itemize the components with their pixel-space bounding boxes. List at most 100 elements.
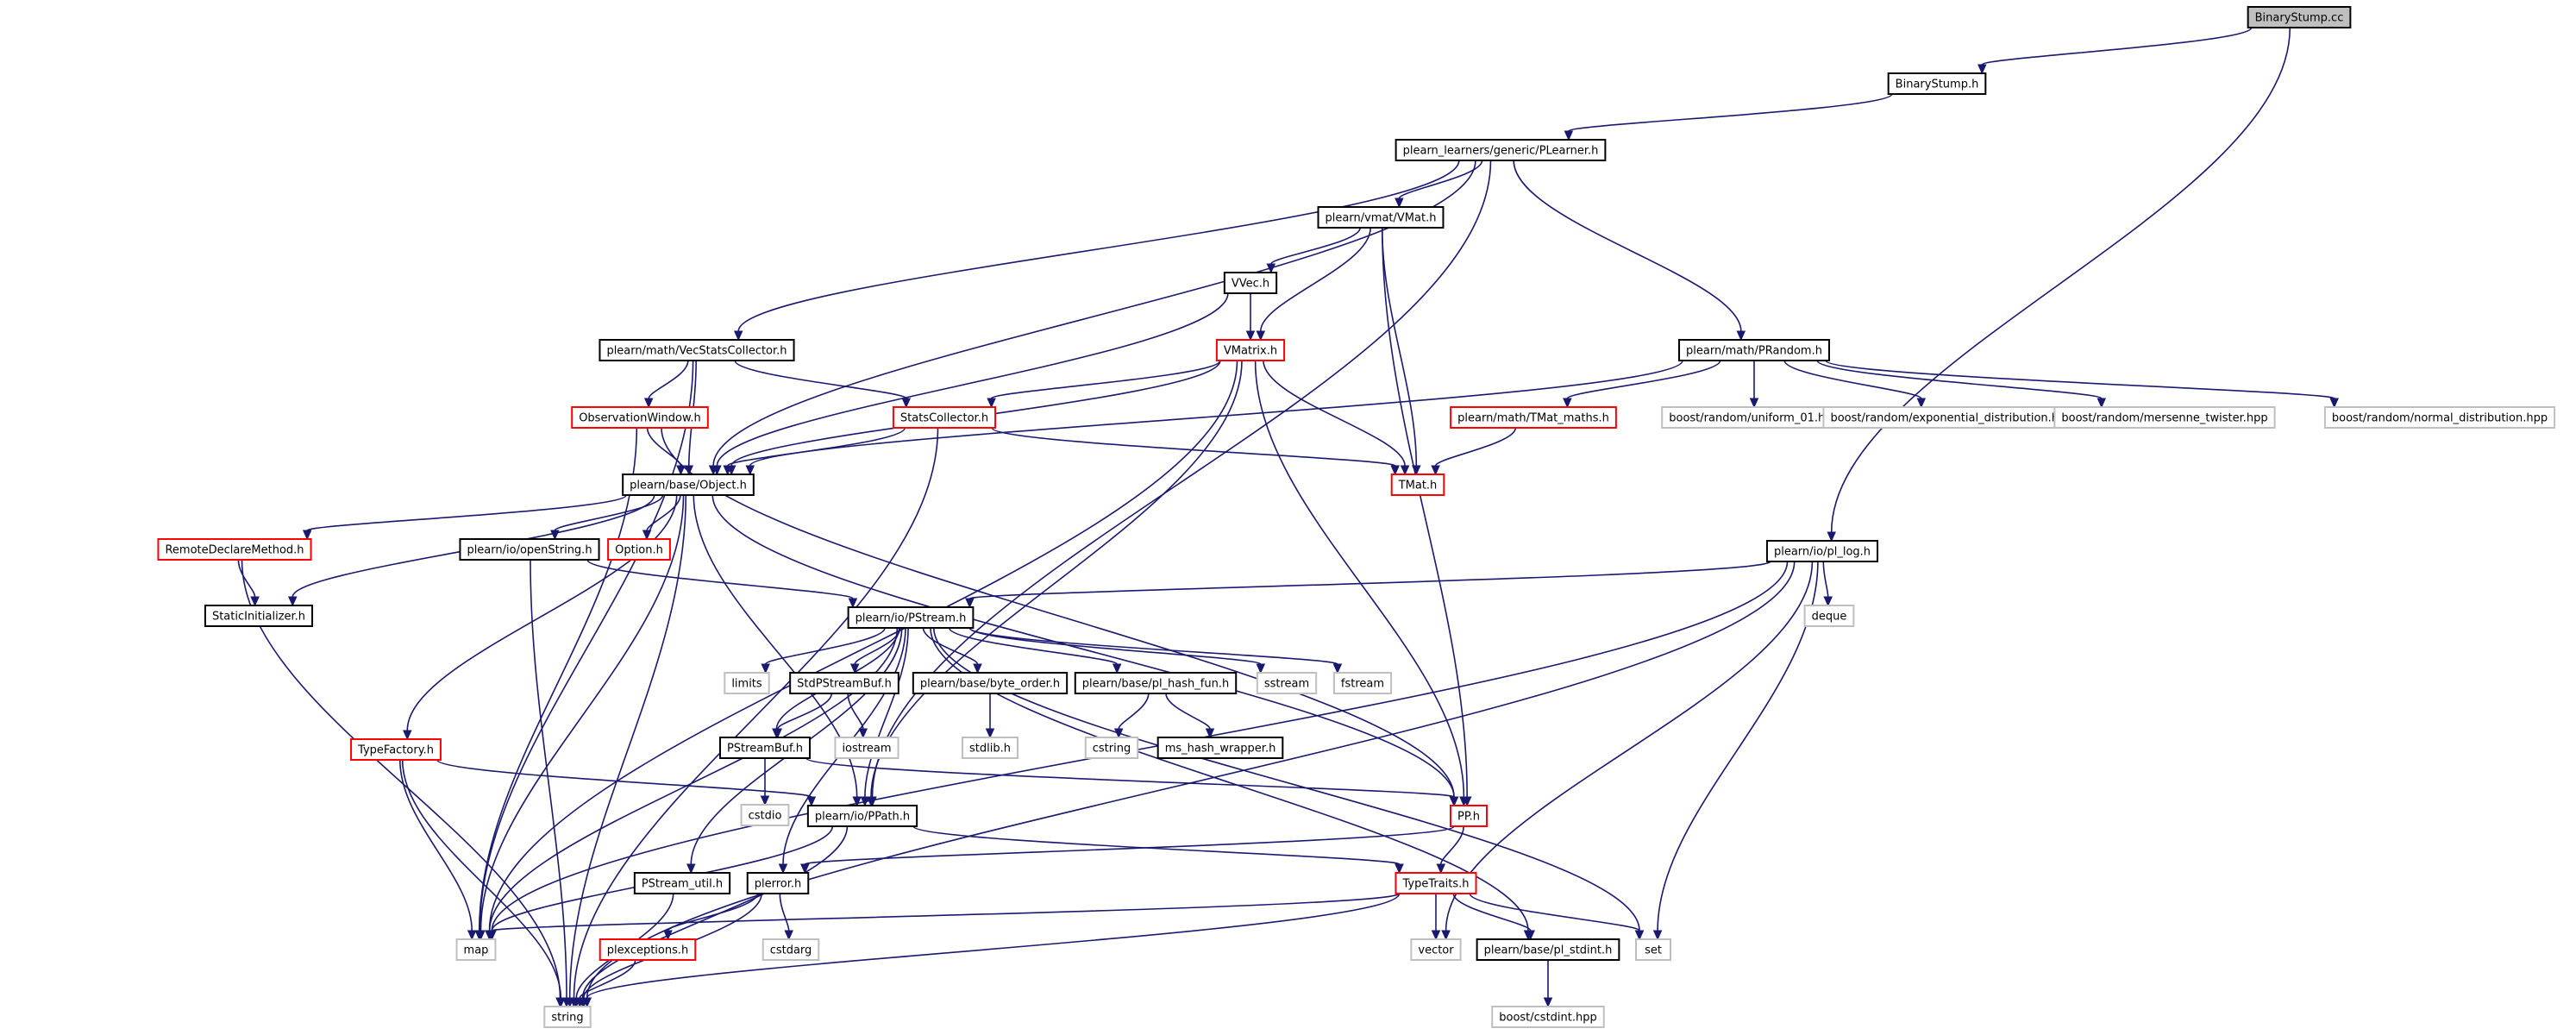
- node-set[interactable]: set: [1635, 938, 1671, 961]
- node-cstdint-hpp[interactable]: boost/cstdint.hpp: [1491, 1006, 1605, 1028]
- node-limits[interactable]: limits: [724, 672, 770, 694]
- node-pstreamutil-h[interactable]: PStream_util.h: [633, 872, 731, 894]
- node-label: sstream: [1264, 678, 1309, 691]
- node-iostream[interactable]: iostream: [834, 737, 899, 759]
- node-vector[interactable]: vector: [1410, 938, 1462, 961]
- node-stdpstreambuf-h[interactable]: StdPStreamBuf.h: [789, 672, 899, 694]
- node-byteorder-h[interactable]: plearn/base/byte_order.h: [912, 672, 1069, 694]
- node-plhashfun-h[interactable]: plearn/base/pl_hash_fun.h: [1074, 672, 1238, 694]
- node-box: [746, 872, 810, 894]
- node-cstdio[interactable]: cstdio: [740, 804, 790, 826]
- node-box: [1332, 672, 1393, 694]
- node-label: RemoteDeclareMethod.h: [165, 544, 304, 557]
- node-statscollector-h[interactable]: StatsCollector.h: [892, 406, 997, 429]
- node-typefactory-h[interactable]: TypeFactory.h: [350, 738, 442, 761]
- node-plstdint-h[interactable]: plearn/base/pl_stdint.h: [1476, 938, 1620, 961]
- node-box: [1765, 540, 1879, 562]
- edge-typetraits-h-to-plstdint-h: [1452, 893, 1532, 932]
- edge-arrowhead: [1977, 64, 1987, 75]
- node-mersenne-hpp[interactable]: boost/random/mersenne_twister.hpp: [2053, 406, 2276, 429]
- node-stdlib-h[interactable]: stdlib.h: [962, 737, 1018, 759]
- node-vmat-h[interactable]: plearn/vmat/VMat.h: [1317, 206, 1445, 229]
- node-vvec-h[interactable]: VVec.h: [1223, 272, 1278, 294]
- node-label: PStream_util.h: [642, 878, 723, 891]
- node-prandom-h[interactable]: plearn/math/PRandom.h: [1678, 339, 1830, 361]
- node-cstdarg[interactable]: cstdarg: [762, 938, 820, 961]
- node-cstring[interactable]: cstring: [1084, 737, 1139, 759]
- node-ppath-h[interactable]: plearn/io/PPath.h: [806, 805, 918, 827]
- node-pstreambuf-h[interactable]: PStreamBuf.h: [718, 737, 812, 759]
- node-mshash-h[interactable]: ms_hash_wrapper.h: [1156, 737, 1284, 759]
- node-label: plerror.h: [755, 878, 802, 891]
- node-staticinit-h[interactable]: StaticInitializer.h: [204, 605, 314, 627]
- node-label: StdPStreamBuf.h: [797, 678, 892, 691]
- node-fstream[interactable]: fstream: [1332, 672, 1393, 694]
- node-pl-log-h[interactable]: plearn/io/pl_log.h: [1765, 540, 1879, 562]
- edge-arrowhead: [1332, 663, 1343, 674]
- node-label: plearn/base/pl_hash_fun.h: [1082, 678, 1229, 691]
- node-box: [847, 606, 975, 629]
- node-box: [607, 538, 671, 561]
- edge-vvec-h-to-object-h: [716, 292, 1229, 467]
- node-tmat-maths-h[interactable]: plearn/math/TMat_maths.h: [1450, 406, 1617, 429]
- node-label: deque: [1812, 611, 1847, 624]
- edge-vmatrix-h-to-tmat-h: [1263, 360, 1406, 467]
- node-plexceptions-h[interactable]: plexceptions.h: [599, 938, 697, 961]
- node-uniform01-hpp[interactable]: boost/random/uniform_01.hpp: [1661, 406, 1847, 429]
- node-option-h[interactable]: Option.h: [607, 538, 671, 561]
- node-box: [1317, 206, 1445, 229]
- node-normaldist-hpp[interactable]: boost/random/normal_distribution.hpp: [2323, 406, 2556, 429]
- node-label: TypeTraits.h: [1401, 878, 1469, 891]
- edge-arrowhead: [1827, 531, 1836, 543]
- edge-typetraits-h-to-map: [491, 893, 1401, 932]
- edge-arrowhead: [642, 530, 652, 541]
- node-label: VMatrix.h: [1224, 345, 1277, 358]
- node-typetraits-h[interactable]: TypeTraits.h: [1395, 872, 1477, 894]
- node-box: [543, 1006, 592, 1028]
- node-box: [962, 737, 1018, 759]
- edge-arrowhead: [1459, 796, 1469, 807]
- node-observationwindow-h[interactable]: ObservationWindow.h: [571, 406, 709, 429]
- node-label: string: [551, 1012, 583, 1025]
- node-box: [1803, 605, 1855, 627]
- edge-arrowhead: [1112, 663, 1122, 674]
- node-label: BinaryStump.h: [1896, 78, 1979, 91]
- node-map[interactable]: map: [455, 938, 497, 961]
- node-string[interactable]: string: [543, 1006, 592, 1028]
- edge-typetraits-h-to-string: [586, 893, 1401, 999]
- node-plearner-h[interactable]: plearn_learners/generic/PLearner.h: [1395, 139, 1607, 161]
- node-pstream-h[interactable]: plearn/io/PStream.h: [847, 606, 975, 629]
- edge-vmatrix-h-to-map: [488, 360, 1238, 932]
- node-box: [1450, 406, 1617, 429]
- node-expdist-hpp[interactable]: boost/random/exponential_distribution.hp…: [1822, 406, 2081, 429]
- node-openstring-h[interactable]: plearn/io/openString.h: [459, 538, 600, 561]
- node-vmatrix-h[interactable]: VMatrix.h: [1215, 339, 1286, 361]
- node-deque[interactable]: deque: [1803, 605, 1855, 627]
- node-remotedeclare-h[interactable]: RemoteDeclareMethod.h: [157, 538, 312, 561]
- edge-vmatrix-h-to-ppath-h: [870, 360, 1243, 798]
- edge-arrowhead: [1823, 596, 1833, 607]
- edge-arrowhead: [760, 795, 770, 806]
- node-label: plearn/io/pl_log.h: [1774, 546, 1871, 559]
- node-box: [740, 804, 790, 826]
- edge-arrowhead: [288, 596, 298, 607]
- edge-object-h-to-pp-h: [711, 494, 1455, 798]
- edge-plearner-h-to-vmat-h: [1398, 160, 1483, 199]
- node-box: [789, 672, 899, 694]
- node-object-h[interactable]: plearn/base/Object.h: [622, 474, 755, 496]
- edge-statscollector-h-to-object-h: [726, 427, 906, 467]
- edge-arrowhead: [582, 997, 592, 1008]
- node-plerror-h[interactable]: plerror.h: [746, 872, 810, 894]
- node-box: [2053, 406, 2276, 429]
- node-box: [1215, 339, 1286, 361]
- node-sstream[interactable]: sstream: [1256, 672, 1318, 694]
- node-box: [718, 737, 812, 759]
- node-binarystump-h[interactable]: BinaryStump.h: [1887, 72, 1987, 95]
- node-tmat-h[interactable]: TMat.h: [1390, 474, 1445, 496]
- edge-arrowhead: [849, 663, 860, 674]
- node-pp-h[interactable]: PP.h: [1449, 805, 1489, 827]
- node-binarystump-cc[interactable]: BinaryStump.cc: [2247, 6, 2352, 28]
- node-vecstatscollector-h[interactable]: plearn/math/VecStatsCollector.h: [599, 339, 795, 361]
- node-label: plearn/math/TMat_maths.h: [1457, 412, 1609, 425]
